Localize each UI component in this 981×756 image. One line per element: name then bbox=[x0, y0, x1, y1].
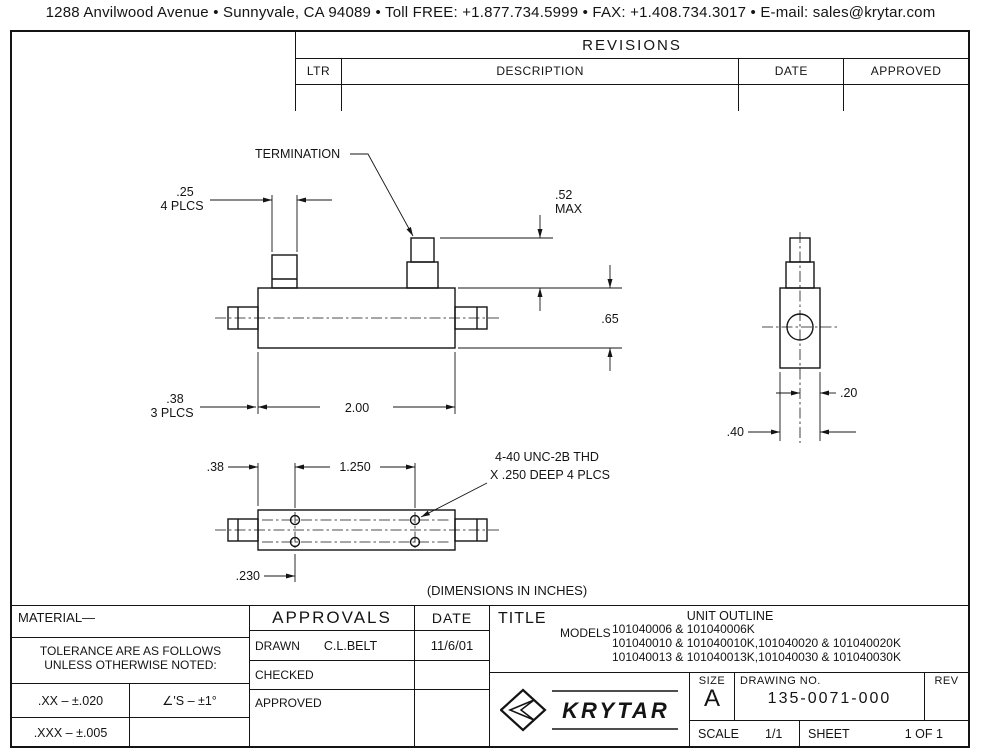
mounting-hole bbox=[289, 514, 301, 526]
scale-label: SCALE bbox=[698, 727, 739, 741]
dim-label: .40 bbox=[727, 425, 744, 439]
models-label: MODELS bbox=[560, 626, 611, 640]
sheet-cell: SHEET 1 OF 1 bbox=[800, 721, 968, 747]
bottom-view bbox=[215, 509, 500, 551]
mounting-hole bbox=[409, 514, 421, 526]
title-value: UNIT OUTLINE bbox=[686, 609, 774, 623]
mounting-hole bbox=[289, 536, 301, 548]
termination-callout: TERMINATION bbox=[255, 147, 414, 237]
krytar-logo: KRYTAR bbox=[499, 688, 678, 732]
checked-date bbox=[415, 661, 490, 690]
dim-label: .52 bbox=[555, 188, 572, 202]
dim-label: .25 bbox=[176, 185, 193, 199]
title-block: MATERIAL— TOLERANCE ARE AS FOLLOWS UNLES… bbox=[12, 605, 968, 747]
drawn-label: DRAWN bbox=[255, 638, 300, 653]
dim-label: .65 bbox=[601, 312, 618, 326]
drawn-date: 11/6/01 bbox=[415, 631, 490, 661]
title-label: TITLE bbox=[498, 610, 547, 627]
revisions-table: REVISIONS LTR DESCRIPTION DATE APPROVED bbox=[295, 32, 968, 111]
logo-cell: KRYTAR bbox=[490, 673, 690, 747]
drawn-row: DRAWN C.L.BELT bbox=[250, 631, 415, 661]
dim-side-offset: .20 bbox=[776, 372, 857, 441]
krytar-logo-text: KRYTAR bbox=[562, 698, 670, 723]
dim-hole-spacing: 1.250 bbox=[294, 460, 416, 508]
dim-body-length: 2.00 bbox=[257, 352, 456, 415]
size-label: SIZE bbox=[698, 675, 726, 687]
rev-label: REV bbox=[934, 675, 959, 687]
side-view bbox=[762, 232, 838, 443]
revisions-header-row: LTR DESCRIPTION DATE APPROVED bbox=[296, 59, 968, 85]
tolerance-note: TOLERANCE ARE AS FOLLOWS UNLESS OTHERWIS… bbox=[12, 638, 250, 684]
dim-height-max: .52 MAX bbox=[440, 188, 583, 311]
drawing-no-label: DRAWING NO. bbox=[740, 675, 821, 687]
revisions-col-ltr: LTR bbox=[296, 59, 342, 84]
front-termination-base bbox=[406, 261, 439, 289]
dim-note: 3 PLCS bbox=[150, 406, 193, 420]
krytar-logo-diamond bbox=[499, 688, 547, 732]
front-view bbox=[215, 237, 500, 349]
tolerance-angle: ∠'S – ±1° bbox=[130, 684, 250, 718]
sheet-border bbox=[10, 30, 970, 748]
dim-top-port-width: .25 4 PLCS bbox=[160, 185, 332, 252]
sheet-label: SHEET bbox=[808, 727, 850, 741]
checked-label: CHECKED bbox=[255, 668, 314, 682]
krytar-logo-mark bbox=[507, 699, 534, 721]
tolerance-xxx: .XXX – ±.005 bbox=[12, 718, 130, 747]
dim-body-height: .65 bbox=[458, 265, 622, 371]
units-note: (DIMENSIONS IN INCHES) bbox=[427, 583, 587, 598]
tolerance-xx: .XX – ±.020 bbox=[12, 684, 130, 718]
approved-label: APPROVED bbox=[255, 696, 322, 710]
unit-outline-drawing: .25 4 PLCS TERMINATION .52 MAX .65 .38 3… bbox=[150, 147, 857, 598]
tolerance-empty-cell bbox=[130, 718, 250, 747]
front-left-port bbox=[271, 254, 298, 289]
models-line-2: 101040010 & 101040010K,101040020 & 10104… bbox=[612, 636, 901, 650]
drawn-name: C.L.BELT bbox=[323, 638, 378, 653]
date-header: DATE bbox=[415, 606, 490, 631]
checked-row: CHECKED bbox=[250, 661, 415, 690]
approved-date bbox=[415, 690, 490, 747]
thread-note-line1: 4-40 UNC-2B THD bbox=[495, 450, 599, 464]
dim-label: .230 bbox=[236, 569, 260, 583]
revisions-col-description: DESCRIPTION bbox=[342, 59, 740, 84]
dim-note: 4 PLCS bbox=[160, 199, 203, 213]
thread-note-line2: X .250 DEEP 4 PLCS bbox=[490, 468, 610, 482]
sheet-value: 1 OF 1 bbox=[904, 727, 943, 741]
size-value: A bbox=[703, 685, 720, 712]
scale-cell: SCALE 1/1 bbox=[690, 721, 800, 747]
approvals-header: APPROVALS bbox=[250, 606, 415, 631]
dim-hole-row-spacing: .230 bbox=[236, 554, 296, 583]
mounting-hole bbox=[409, 536, 421, 548]
dim-port-offset: .38 3 PLCS bbox=[150, 392, 256, 420]
revisions-empty-row bbox=[296, 85, 968, 111]
dim-label: .20 bbox=[840, 386, 857, 400]
dim-label: .38 bbox=[166, 392, 183, 406]
drawing-no-cell: DRAWING NO. 135-0071-000 bbox=[735, 673, 925, 721]
dim-hole-edge: .38 bbox=[207, 460, 259, 506]
size-cell: SIZE A bbox=[690, 673, 735, 721]
rev-cell: REV bbox=[925, 673, 968, 721]
scale-value: 1/1 bbox=[765, 727, 783, 741]
models-line-3: 101040013 & 101040013K,101040030 & 10104… bbox=[612, 650, 901, 664]
revisions-col-approved: APPROVED bbox=[870, 64, 942, 78]
dim-label: 1.250 bbox=[339, 460, 370, 474]
models-line-1: 101040006 & 101040006K bbox=[612, 622, 755, 636]
revisions-title: REVISIONS bbox=[296, 32, 968, 59]
drawing-no-value: 135-0071-000 bbox=[767, 690, 892, 707]
header-address: 1288 Anvilwood Avenue • Sunnyvale, CA 94… bbox=[45, 4, 936, 21]
title-cell: TITLE UNIT OUTLINE MODELS 101040006 & 10… bbox=[490, 606, 968, 673]
dim-note: MAX bbox=[555, 202, 583, 216]
approved-row: APPROVED bbox=[250, 690, 415, 747]
termination-label: TERMINATION bbox=[255, 147, 340, 161]
front-termination-top bbox=[410, 237, 435, 263]
revisions-col-date: DATE bbox=[739, 59, 845, 84]
dim-side-width: .40 bbox=[727, 372, 856, 441]
thread-callout: 4-40 UNC-2B THD X .250 DEEP 4 PLCS bbox=[420, 450, 610, 518]
material-cell: MATERIAL— bbox=[12, 606, 250, 638]
dim-label: 2.00 bbox=[345, 401, 369, 415]
dim-label: .38 bbox=[207, 460, 224, 474]
